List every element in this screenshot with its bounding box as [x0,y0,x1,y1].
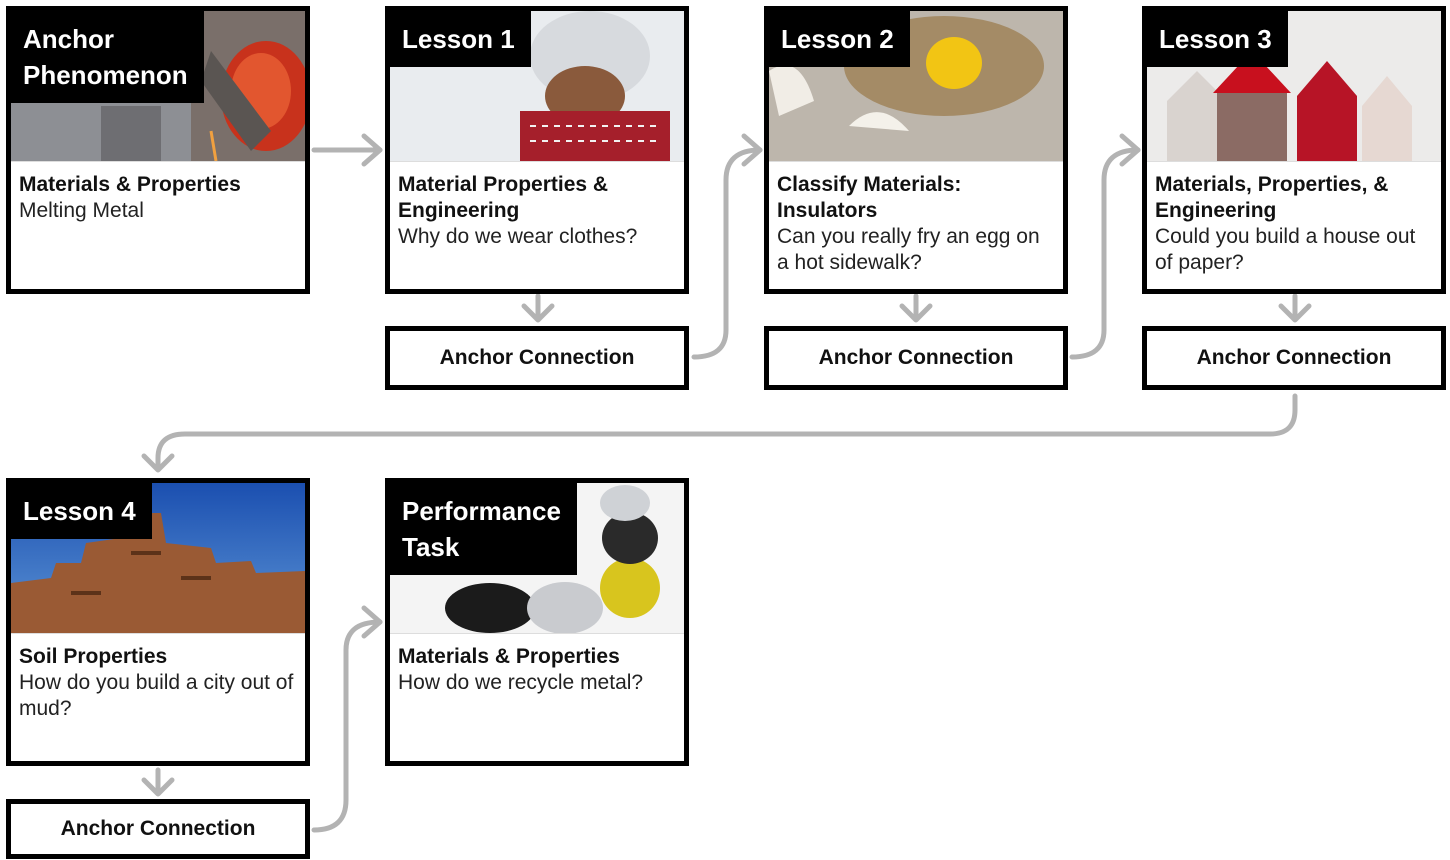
card-performance-task[interactable]: Performance Task Materials & Properties … [385,478,689,766]
anchor-connection-lesson1[interactable]: Anchor Connection [385,326,689,390]
lesson4-question: How do you build a city out of mud? [19,671,294,720]
task-question: How do we recycle metal? [398,671,644,694]
anchor-tag-line2: Phenomenon [23,60,188,90]
lesson4-title: Soil Properties [19,645,168,668]
anchor-body: Materials & Properties Melting Metal [11,161,305,289]
card-lesson4[interactable]: Lesson 4 Soil Properties How do you buil… [6,478,310,766]
anchor-connection-lesson2[interactable]: Anchor Connection [764,326,1068,390]
arrow-conn1-to-lesson2 [691,147,763,360]
anchor-tag-line1: Anchor [23,24,114,54]
task-title: Materials & Properties [398,645,620,668]
lesson2-title: Classify Materials: Insulators [777,173,962,222]
lesson3-body: Materials, Properties, & Engineering Cou… [1147,161,1441,289]
card-lesson1[interactable]: Lesson 1 Material Properties & Engineeri… [385,6,689,294]
card-lesson2[interactable]: Lesson 2 Classify Materials: Insulators … [764,6,1068,294]
task-body: Materials & Properties How do we recycle… [390,633,684,761]
lesson1-body: Material Properties & Engineering Why do… [390,161,684,289]
anchor-tag: Anchor Phenomenon [11,11,204,103]
lesson2-body: Classify Materials: Insulators Can you r… [769,161,1063,289]
task-tag: Performance Task [390,483,577,575]
lesson3-title: Materials, Properties, & Engineering [1155,173,1389,222]
anchor-connection-lesson4[interactable]: Anchor Connection [6,799,310,859]
lesson2-question: Can you really fry an egg on a hot sidew… [777,225,1040,274]
task-tag-line2: Task [402,532,460,562]
arrow-conn4-to-task [311,619,383,833]
arrow-conn2-to-lesson3 [1069,147,1141,360]
lesson3-photo [1147,11,1441,161]
card-lesson3[interactable]: Lesson 3 Materials, Properties, & Engine… [1142,6,1446,294]
lesson4-tag: Lesson 4 [11,483,152,539]
anchor-question: Melting Metal [19,199,144,222]
lesson1-tag: Lesson 1 [390,11,531,67]
card-anchor-phenomenon[interactable]: Anchor Phenomenon Materials & Properties… [6,6,310,294]
lesson3-tag: Lesson 3 [1147,11,1288,67]
task-tag-line1: Performance [402,496,561,526]
lesson4-body: Soil Properties How do you build a city … [11,633,305,761]
lesson3-question: Could you build a house out of paper? [1155,225,1416,274]
arrow-conn3-to-lesson4 [155,393,1298,471]
anchor-title: Materials & Properties [19,173,241,196]
lesson1-title: Material Properties & Engineering [398,173,609,222]
lesson2-tag: Lesson 2 [769,11,910,67]
anchor-connection-lesson3[interactable]: Anchor Connection [1142,326,1446,390]
lesson1-question: Why do we wear clothes? [398,225,638,248]
